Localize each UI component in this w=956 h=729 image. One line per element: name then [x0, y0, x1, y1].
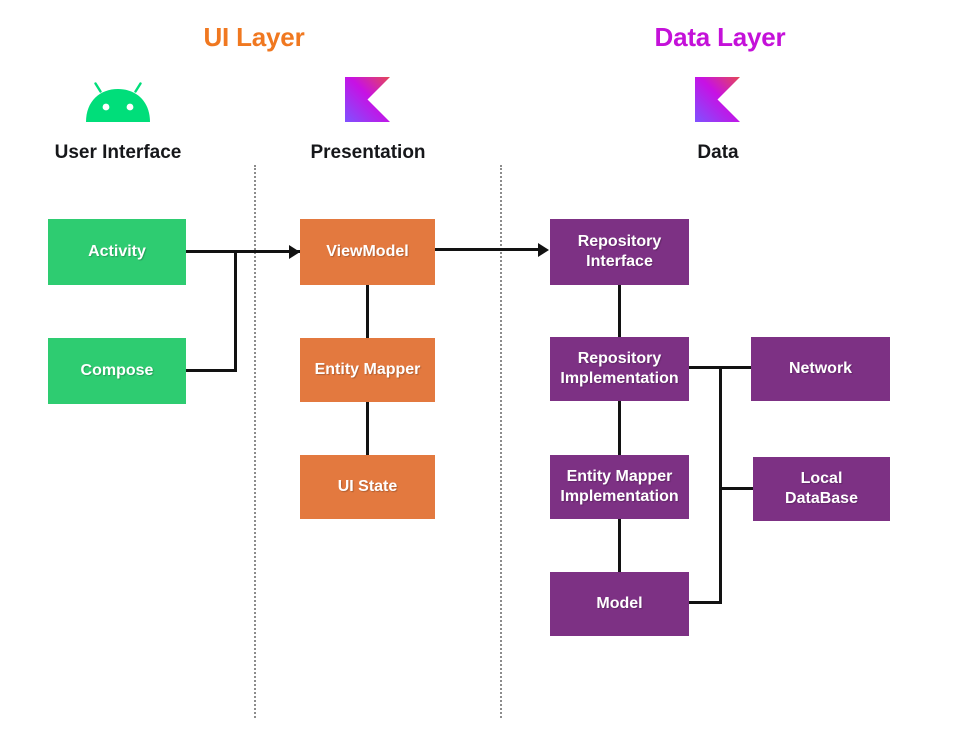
- node-model[interactable]: Model: [550, 572, 689, 636]
- node-entity-mapper[interactable]: Entity Mapper: [300, 338, 435, 402]
- node-entity-mapper-implementation[interactable]: Entity Mapper Implementation: [550, 455, 689, 519]
- node-repository-implementation-label-line2: Implementation: [560, 370, 679, 387]
- node-ui-state-label: UI State: [337, 477, 398, 495]
- node-viewmodel[interactable]: ViewModel: [300, 219, 435, 285]
- node-repository-interface[interactable]: Repository Interface: [550, 219, 689, 285]
- node-local-database-label-line1: Local: [800, 469, 843, 487]
- layer-divider-right: [500, 165, 502, 718]
- connector-viewmodel-to-repository-interface: [435, 248, 539, 251]
- node-local-database[interactable]: Local DataBase: [753, 457, 890, 521]
- layer-divider-left: [254, 165, 256, 718]
- node-local-database-label-line2: DataBase: [785, 490, 858, 507]
- node-activity-label: Activity: [88, 242, 146, 260]
- node-ui-state[interactable]: UI State: [300, 455, 435, 519]
- connector-viewmodel-to-entity-mapper: [366, 284, 369, 340]
- connector-entity-mapper-to-ui-state: [366, 400, 369, 457]
- kotlin-logo-icon: [345, 77, 390, 122]
- node-entity-mapper-label: Entity Mapper: [314, 360, 421, 378]
- column-heading-user-interface: User Interface: [54, 142, 182, 163]
- column-heading-data: Data: [697, 142, 739, 163]
- node-repository-interface-label-line2: Interface: [586, 253, 653, 270]
- node-activity[interactable]: Activity: [48, 219, 186, 285]
- node-network-label: Network: [788, 359, 853, 377]
- connector-activity-to-junction: [186, 250, 237, 253]
- node-entity-mapper-implementation-label-line2: Implementation: [560, 488, 679, 505]
- node-viewmodel-label: ViewModel: [326, 242, 409, 260]
- android-logo-icon: [83, 82, 153, 124]
- layer-title-ui-layer: UI Layer: [203, 22, 305, 52]
- node-repository-interface-label-line1: Repository: [577, 232, 662, 250]
- connector-entity-mapper-impl-to-model: [618, 518, 621, 574]
- connector-bus-to-local-database: [719, 487, 754, 490]
- connector-ui-junction-bar: [234, 250, 237, 372]
- node-repository-implementation-label-line1: Repository: [577, 349, 662, 367]
- node-model-label: Model: [596, 594, 643, 612]
- connector-repository-interface-to-implementation: [618, 284, 621, 339]
- connector-repository-implementation-to-entity-mapper-impl: [618, 400, 621, 456]
- node-network[interactable]: Network: [751, 337, 890, 401]
- arrowhead-to-viewmodel: [289, 244, 300, 259]
- connector-bus-to-model: [688, 601, 722, 604]
- connector-junction-to-viewmodel: [234, 250, 302, 253]
- node-entity-mapper-implementation-label-line1: Entity Mapper: [566, 467, 673, 485]
- kotlin-logo-icon: [695, 77, 740, 122]
- node-repository-implementation[interactable]: Repository Implementation: [550, 337, 689, 401]
- arrowhead-to-repository-interface: [538, 242, 549, 257]
- node-compose-label: Compose: [80, 361, 154, 379]
- connector-compose-to-junction: [186, 369, 237, 372]
- node-compose[interactable]: Compose: [48, 338, 186, 404]
- layer-title-data-layer: Data Layer: [654, 22, 786, 52]
- column-heading-presentation: Presentation: [310, 142, 426, 163]
- connector-data-bus: [719, 366, 722, 604]
